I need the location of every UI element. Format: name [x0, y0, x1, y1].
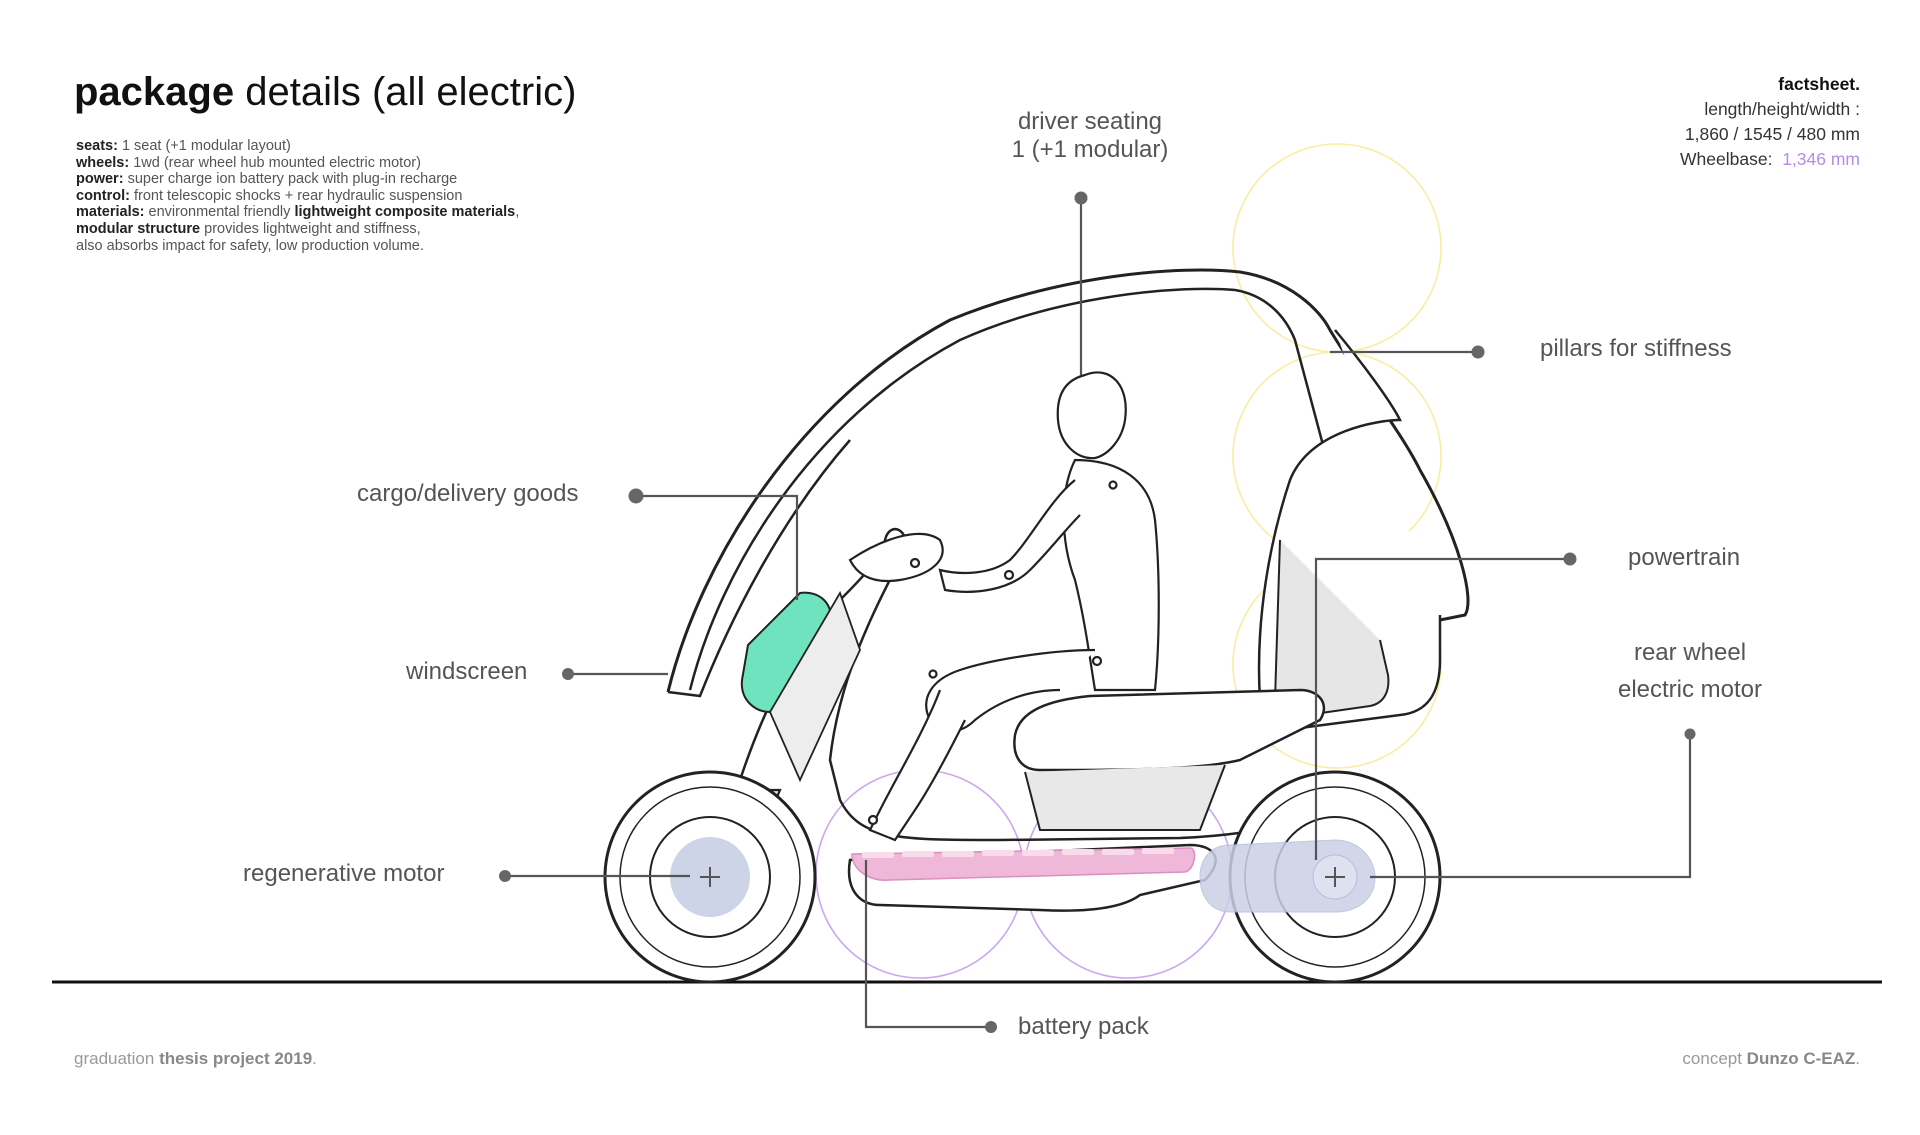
label-rear-motor: rear wheel electric motor: [1617, 639, 1763, 703]
steering-column: [848, 532, 944, 583]
spec-row-control: control: front telescopic shocks + rear …: [76, 187, 463, 204]
label-powertrain: powertrain: [1628, 544, 1741, 571]
label-pillars: pillars for stiffness: [1540, 335, 1732, 362]
label-windscreen: windscreen: [406, 658, 528, 685]
cargo-panel: [768, 590, 861, 783]
front-wheel: [603, 770, 817, 984]
battery-pack-shape: [851, 847, 1196, 881]
title-rest: details (all electric): [245, 70, 577, 114]
label-regen: regenerative motor: [243, 860, 445, 887]
page-title: package details (all electric): [74, 70, 576, 115]
battery-cells: [862, 848, 1174, 858]
canopy-shell: [666, 268, 1470, 693]
driver-figure: [867, 371, 1160, 842]
spec-row-modular: modular structure provides lightweight a…: [76, 220, 421, 237]
spec-row-materials: materials: environmental friendly lightw…: [76, 204, 520, 221]
title-bold: package: [74, 70, 235, 114]
factsheet-dims-value: 1,860 / 1545 / 480 mm: [1684, 124, 1860, 144]
label-battery: battery pack: [1018, 1013, 1149, 1040]
seat: [1013, 688, 1326, 772]
spec-row-wheels: wheels: 1wd (rear wheel hub mounted elec…: [76, 154, 421, 171]
factsheet-wheelbase: Wheelbase: 1,346 mm: [1680, 149, 1860, 169]
canopy-inner: [688, 287, 1337, 691]
seat-base: [1024, 764, 1226, 831]
factsheet-heading: factsheet.: [1778, 74, 1860, 94]
specs-list: seats: 1 seat (+1 modular layout) wheels…: [76, 138, 519, 254]
footer-right: concept Dunzo C-EAZ.: [1682, 1049, 1860, 1068]
label-driver-seating: driver seating 1 (+1 modular): [1011, 108, 1169, 163]
callout-lines: [505, 198, 1692, 1029]
windscreen-frame: [667, 439, 851, 698]
callout-dots: [499, 191, 1696, 1033]
factsheet: factsheet. length/height/width : 1,860 /…: [1680, 72, 1860, 172]
wheelbase-value: 1,346 mm: [1782, 149, 1860, 169]
spec-row-power: power: super charge ion battery pack wit…: [76, 171, 458, 188]
spec-row-seats: seats: 1 seat (+1 modular layout): [76, 138, 291, 154]
footer-left: graduation thesis project 2019.: [74, 1049, 317, 1068]
factsheet-dims-label: length/height/width :: [1704, 99, 1860, 119]
label-cargo: cargo/delivery goods: [357, 480, 579, 507]
spec-row-safety: also absorbs impact for safety, low prod…: [76, 237, 424, 254]
